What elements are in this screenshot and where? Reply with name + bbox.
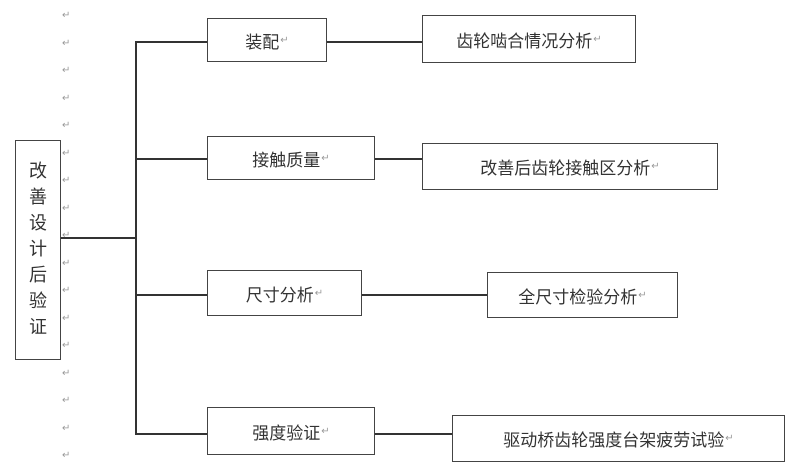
detail-label: 改善后齿轮接触区分析 [480,159,651,179]
detail-label: 驱动桥齿轮强度台架疲劳试验 [503,431,725,451]
detail-node: 驱动桥齿轮强度台架疲劳试验↵ [452,415,785,462]
connector [135,41,137,434]
return-mark: ↵ [62,92,71,104]
root-char: 计 [29,239,47,260]
return-mark: ↵ [651,161,660,172]
return-mark: ↵ [62,147,71,159]
return-mark: ↵ [62,367,71,379]
root-char: 证 [29,317,47,338]
return-mark: ↵ [62,120,71,131]
connector [135,294,207,296]
branch-label: 强度验证 [252,423,321,444]
branch-label: 装配 [245,32,280,53]
detail-node: 齿轮啮合情况分析↵ [422,15,636,63]
branch-label: 尺寸分析 [245,285,314,306]
connector [362,294,487,296]
branch-node: 接触质量↵ [207,136,375,180]
return-mark: ↵ [314,287,324,299]
root-char: 验 [29,291,47,312]
return-mark: ↵ [62,312,71,324]
return-mark: ↵ [593,33,602,45]
connector [135,433,207,435]
branch-node: 强度验证↵ [207,407,375,455]
return-mark: ↵ [62,422,71,434]
detail-label: 全尺寸检验分析 [518,287,638,308]
return-mark: ↵ [62,10,71,21]
return-mark: ↵ [62,285,71,296]
branch-node: 装配↵ [207,18,327,62]
connector [375,158,422,160]
branch-label: 接触质量 [252,150,321,171]
connector [135,158,207,160]
root-node: 改善设计后验证 [15,140,61,360]
return-mark: ↵ [62,230,71,241]
return-mark: ↵ [62,340,71,351]
detail-label: 齿轮啮合情况分析 [456,31,593,52]
return-mark: ↵ [62,65,71,76]
connector [61,237,136,239]
return-mark: ↵ [62,257,71,269]
return-mark: ↵ [62,37,71,49]
return-mark: ↵ [62,202,71,214]
root-char: 后 [29,265,47,286]
return-mark: ↵ [321,425,330,437]
connector [135,41,207,43]
return-mark: ↵ [638,289,647,301]
root-char: 设 [29,213,47,234]
return-mark: ↵ [62,175,71,186]
return-mark: ↵ [62,395,71,406]
branch-node: 尺寸分析↵ [207,270,362,316]
root-char: 改 [29,161,47,182]
connector [375,433,452,435]
return-mark: ↵ [321,152,330,164]
return-mark: ↵ [280,34,289,46]
return-mark: ↵ [725,433,734,444]
root-char: 善 [29,187,47,208]
detail-node: 改善后齿轮接触区分析↵ [422,143,718,190]
connector [327,41,422,43]
return-mark: ↵ [62,450,71,461]
detail-node: 全尺寸检验分析↵ [487,272,678,318]
